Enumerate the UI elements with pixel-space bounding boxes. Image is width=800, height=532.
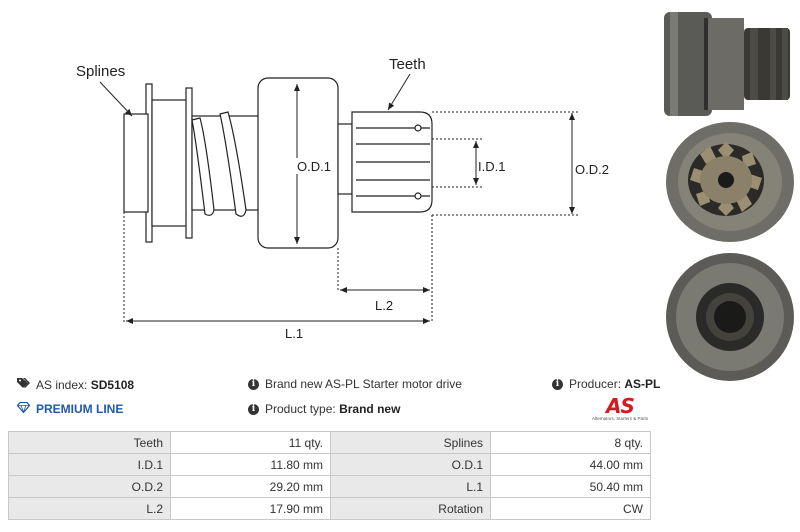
collar xyxy=(185,87,193,239)
info-icon: i xyxy=(552,378,563,390)
spec-value: 11 qty. xyxy=(170,431,331,454)
id1-label: I.D.1 xyxy=(478,159,505,174)
spec-label: Rotation xyxy=(330,497,491,520)
table-row: L.2 17.90 mm Rotation CW xyxy=(8,497,651,520)
splines-callout: Splines xyxy=(76,63,125,80)
flange-inner xyxy=(123,113,149,213)
spec-label: Splines xyxy=(330,431,491,454)
product-photo-pinion-end xyxy=(666,122,794,242)
diamond-icon xyxy=(16,401,31,416)
producer-value: AS-PL xyxy=(624,377,661,391)
spec-label: L.1 xyxy=(330,475,491,498)
spec-value: CW xyxy=(490,497,651,520)
info-icon: i xyxy=(248,378,259,390)
spec-value: 44.00 mm xyxy=(490,453,651,476)
spec-table: Teeth 11 qty. Splines 8 qty. I.D.1 11.80… xyxy=(8,431,651,520)
spec-value: 11.80 mm xyxy=(170,453,331,476)
spec-label: L.2 xyxy=(8,497,171,520)
product-type-label: Product type: xyxy=(265,402,336,416)
teeth-callout: Teeth xyxy=(389,56,426,73)
tag-icon xyxy=(17,377,30,392)
logo-subtitle: Alternators, Starters & Parts xyxy=(591,416,649,421)
spec-label: I.D.1 xyxy=(8,453,171,476)
spec-value: 29.20 mm xyxy=(170,475,331,498)
table-row: O.D.2 29.20 mm L.1 50.40 mm xyxy=(8,475,651,498)
spec-value: 17.90 mm xyxy=(170,497,331,520)
l2-label: L.2 xyxy=(375,298,393,313)
spec-value: 8 qty. xyxy=(490,431,651,454)
spring-coil-2 xyxy=(219,111,247,217)
producer-row: i Producer: AS-PL xyxy=(552,377,660,391)
description-text: Brand new AS-PL Starter motor drive xyxy=(265,377,462,391)
as-index-label: AS index: xyxy=(36,377,88,392)
spec-label: O.D.2 xyxy=(8,475,171,498)
spec-label: Teeth xyxy=(8,431,171,454)
premium-line-row: PREMIUM LINE xyxy=(16,401,124,416)
premium-line-label: PREMIUM LINE xyxy=(36,402,124,416)
spec-value: 50.40 mm xyxy=(490,475,651,498)
table-row: I.D.1 11.80 mm O.D.1 44.00 mm xyxy=(8,453,651,476)
spring-coil-1 xyxy=(191,117,215,216)
od1-label: O.D.1 xyxy=(297,159,331,174)
shaft xyxy=(337,123,353,195)
product-type-row: i Product type: Brand new xyxy=(248,402,400,416)
as-pl-logo: AS Alternators, Starters & Parts xyxy=(585,396,655,424)
product-photo-clutch-end xyxy=(666,253,794,381)
logo-mark: AS xyxy=(606,394,635,418)
description-row: i Brand new AS-PL Starter motor drive xyxy=(248,377,462,391)
as-index-value: SD5108 xyxy=(90,377,135,392)
table-row: Teeth 11 qty. Splines 8 qty. xyxy=(8,431,651,454)
spec-label: O.D.1 xyxy=(330,453,491,476)
as-index-row: AS index: SD5108 xyxy=(17,377,134,392)
flange-plate xyxy=(151,99,189,227)
l1-label: L.1 xyxy=(285,326,303,341)
technical-drawing: O.D.1 I.D.1 O.D.2 L.2 L.1 Splines Teeth xyxy=(76,56,609,342)
od2-label: O.D.2 xyxy=(575,162,609,177)
product-type-value: Brand new xyxy=(339,402,401,416)
producer-label: Producer: xyxy=(569,377,622,391)
info-icon: i xyxy=(248,403,259,415)
product-photo-side xyxy=(664,12,790,116)
